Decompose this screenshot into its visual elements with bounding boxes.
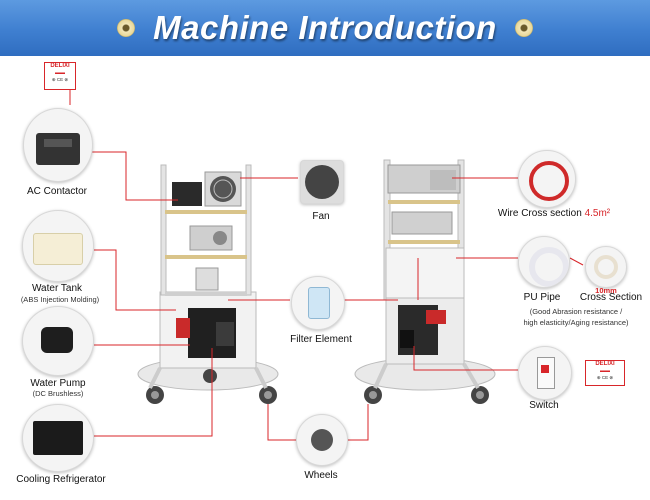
pu-pipe-sublabel-1: (Good Abrasion resistance / (529, 307, 623, 316)
brand-name: DELIXI (50, 63, 70, 69)
wire-cross-section-text: Wire Cross section (497, 208, 582, 219)
pu-pipe-label: PU Pipe (523, 292, 561, 303)
water-pump-sublabel: (DC Brushless) (32, 389, 84, 398)
left-machine (137, 164, 279, 404)
filter-element-image (291, 276, 345, 330)
switch-image (518, 346, 572, 400)
water-tank-image (22, 210, 94, 282)
callout-lines (69, 90, 584, 441)
pu-pipe-image (518, 236, 570, 288)
switch-brand-name: DELIXI (595, 361, 615, 367)
cooling-refrigerator-label: Cooling Refrigerator (16, 474, 106, 485)
ac-contactor-label: AC Contactor (26, 186, 88, 197)
water-pump-image (22, 306, 94, 376)
water-pump-label: Water Pump (30, 378, 86, 389)
cross-section-label: Cross Section (579, 292, 643, 303)
page-title: Machine Introduction (153, 9, 497, 46)
ac-contactor-image (23, 108, 93, 182)
wheels-label: Wheels (304, 470, 338, 481)
switch-label: Switch (529, 400, 559, 411)
pipe-cross-section-image (585, 246, 627, 288)
water-tank-label: Water Tank (31, 283, 83, 294)
pu-pipe-sublabel-2: high elasticity/Aging resistance) (523, 318, 629, 327)
certification-marks: ⊕ CE ⊗ (51, 77, 69, 82)
cooling-refrigerator-image (22, 404, 94, 472)
fan-label: Fan (312, 211, 330, 222)
wire-image (518, 150, 576, 208)
water-tank-sublabel: (ABS Injection Molding) (20, 295, 100, 304)
right-machine (354, 159, 496, 404)
switch-certification-marks: ⊕ CE ⊗ (596, 375, 614, 380)
wire-cross-section-label: Wire Cross section 4.5m² (494, 208, 614, 219)
wire-cross-section-value: 4.5m² (584, 208, 611, 219)
switch-delixi-badge: DELIXI ▬▬ ⊕ CE ⊗ (585, 360, 625, 386)
wheels-image (296, 414, 348, 466)
bullet-left-icon (117, 19, 135, 37)
bullet-right-icon (515, 19, 533, 37)
header-banner (0, 0, 650, 56)
delixi-label-badge: DELIXI ▬▬ ⊕ CE ⊗ (44, 62, 76, 90)
fan-image (300, 160, 344, 204)
cross-section-size: 10mm (595, 286, 617, 295)
filter-element-label: Filter Element (290, 334, 352, 345)
